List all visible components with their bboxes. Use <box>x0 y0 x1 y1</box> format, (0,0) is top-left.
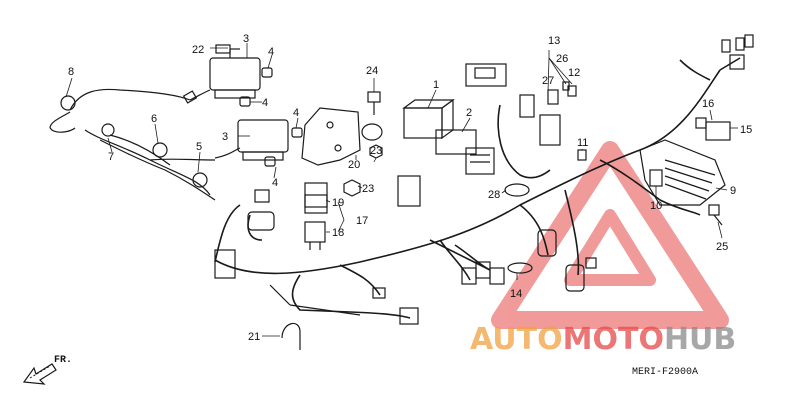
leader-lines <box>65 43 738 337</box>
callout-4-b: 4 <box>262 97 268 109</box>
callout-28: 28 <box>488 189 500 201</box>
front-arrow-icon <box>22 363 57 385</box>
callout-4-d: 4 <box>272 177 278 189</box>
callout-27: 27 <box>542 75 554 87</box>
connector-13-group <box>465 63 587 161</box>
callout-23-b: 23 <box>362 183 374 195</box>
bolt-25 <box>708 204 723 226</box>
clamp-21 <box>269 284 361 350</box>
relay-19 <box>304 182 328 214</box>
callout-20: 20 <box>348 159 360 171</box>
callout-5: 5 <box>196 141 202 153</box>
callout-labels: 22 3 4 4 3 4 4 8 6 7 5 24 1 2 13 26 27 1… <box>68 33 752 343</box>
relay-18 <box>304 221 326 250</box>
connector-top-right <box>721 34 754 70</box>
watermark-text-auto: AUTO <box>470 322 563 357</box>
harness-connectors-bottom <box>214 175 505 325</box>
nut-23-group <box>343 144 383 197</box>
callout-17: 17 <box>356 215 368 227</box>
callout-18: 18 <box>332 227 344 239</box>
callout-16: 16 <box>702 98 714 110</box>
callout-3-top: 3 <box>243 33 249 45</box>
callout-4-c: 4 <box>293 107 299 119</box>
regulator-9 <box>639 139 726 206</box>
control-unit-1 <box>402 98 455 140</box>
callout-22: 22 <box>192 44 204 56</box>
unit-2 <box>435 129 495 175</box>
front-direction-indicator: FR. <box>22 355 72 385</box>
watermark-logo <box>491 141 729 329</box>
callout-4-a: 4 <box>268 46 274 58</box>
bolt-24 <box>367 91 381 115</box>
callout-13: 13 <box>548 35 560 47</box>
callout-21: 21 <box>248 331 260 343</box>
callout-10: 10 <box>650 200 662 212</box>
callout-9: 9 <box>730 185 736 197</box>
callout-25: 25 <box>716 241 728 253</box>
callout-24: 24 <box>366 65 378 77</box>
ignition-leads <box>49 88 241 201</box>
diagram-code: MERI-F2900A <box>632 367 698 378</box>
callout-2: 2 <box>466 107 472 119</box>
callout-8: 8 <box>68 66 74 78</box>
callout-23-a: 23 <box>370 145 382 157</box>
bolt-22 <box>215 44 240 54</box>
relay-15 <box>695 117 731 141</box>
callout-12: 12 <box>568 67 580 79</box>
main-wire-harness <box>214 57 741 319</box>
callout-19: 19 <box>332 197 344 209</box>
ignition-coil-lower <box>237 119 289 161</box>
clip-4-group <box>239 67 303 167</box>
callout-14: 14 <box>510 288 522 300</box>
front-label: FR. <box>54 355 72 366</box>
watermark-text: AUTOMOTOHUB <box>470 322 736 357</box>
clip-28 <box>504 183 530 197</box>
callout-15: 15 <box>740 124 752 136</box>
connector-10 <box>649 169 663 187</box>
callout-26: 26 <box>556 53 568 65</box>
callout-3-mid: 3 <box>222 131 228 143</box>
ignition-coil-upper <box>209 50 261 99</box>
watermark-text-hub: HUB <box>664 322 736 357</box>
watermark-text-moto: MOTO <box>563 322 664 357</box>
component-14-group <box>507 229 597 292</box>
callout-7: 7 <box>108 151 114 163</box>
callout-6: 6 <box>151 113 157 125</box>
bracket-20 <box>301 107 383 166</box>
callout-11: 11 <box>577 137 588 149</box>
callout-1: 1 <box>433 79 439 91</box>
